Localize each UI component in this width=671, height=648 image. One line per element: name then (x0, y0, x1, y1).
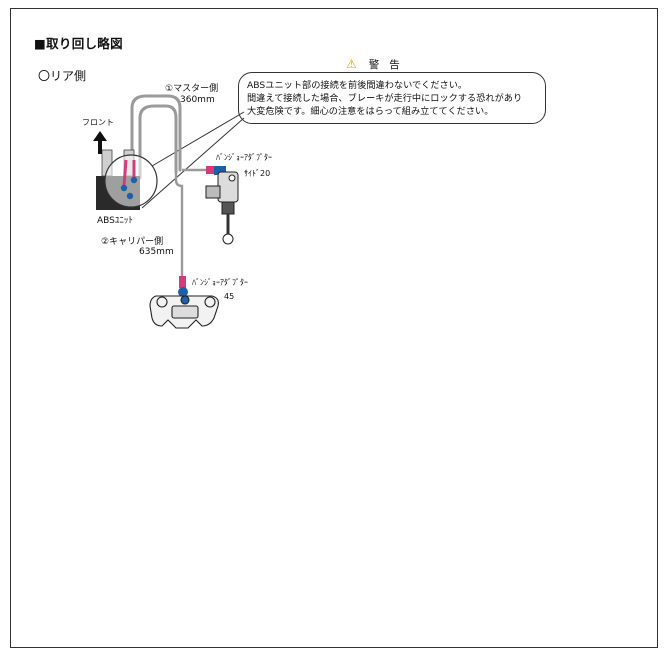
warning-title-right: 告 (389, 59, 400, 71)
caliper-side-label: ②キャリパー側 (101, 237, 164, 247)
caliper-hose (174, 170, 184, 278)
banjo-side20-label: ｻｲﾄﾞ20 (244, 169, 271, 178)
front-arrow-icon (93, 131, 107, 154)
abs-unit-label: ABSﾕﾆｯﾄ (97, 216, 133, 226)
warning-line-1: ABSユニット部の接続を前後間違わないでください。 (247, 80, 468, 91)
caliper-length-label: 635mm (139, 247, 174, 257)
rear-caliper-icon (149, 295, 219, 329)
banjo-adapter-45-icon (178, 276, 188, 297)
banjo-45-label: 45 (224, 292, 235, 301)
warning-line-3: 大変危険です。細心の注意をはらって組み立ててください。 (247, 106, 494, 117)
banjo-adapter-side20-icon (206, 166, 226, 175)
front-label: フロント (82, 118, 114, 127)
section-heading: ■取り回し略図 (34, 36, 123, 51)
warning-triangle-icon: ⚠ (346, 57, 357, 71)
rear-side-heading: 〇リア側 (38, 69, 87, 83)
callout-line-bottom (141, 117, 245, 209)
callout-line-top (151, 111, 245, 167)
routing-diagram (93, 94, 245, 329)
master-length-label: 360mm (180, 95, 215, 105)
master-side-label: ①マスター側 (165, 84, 219, 94)
banjo-adapter-label-2: ﾊﾞﾝｼﾞｮｰｱﾀﾞﾌﾟﾀｰ (192, 278, 248, 287)
abs-fittings-detail (120, 159, 138, 200)
rear-master-cylinder-icon (205, 171, 239, 245)
banjo-adapter-label-1: ﾊﾞﾝｼﾞｮｰｱﾀﾞﾌﾟﾀｰ (216, 153, 272, 162)
master-hose (130, 94, 182, 180)
warning-title: ⚠ 警告 (346, 57, 400, 72)
warning-callout: ABSユニット部の接続を前後間違わないでください。 間違えて接続した場合、ブレー… (238, 72, 546, 124)
warning-line-2: 間違えて接続した場合、ブレーキが走行中にロックする恐れがあり (247, 93, 523, 104)
warning-title-left: 警 (368, 59, 380, 71)
